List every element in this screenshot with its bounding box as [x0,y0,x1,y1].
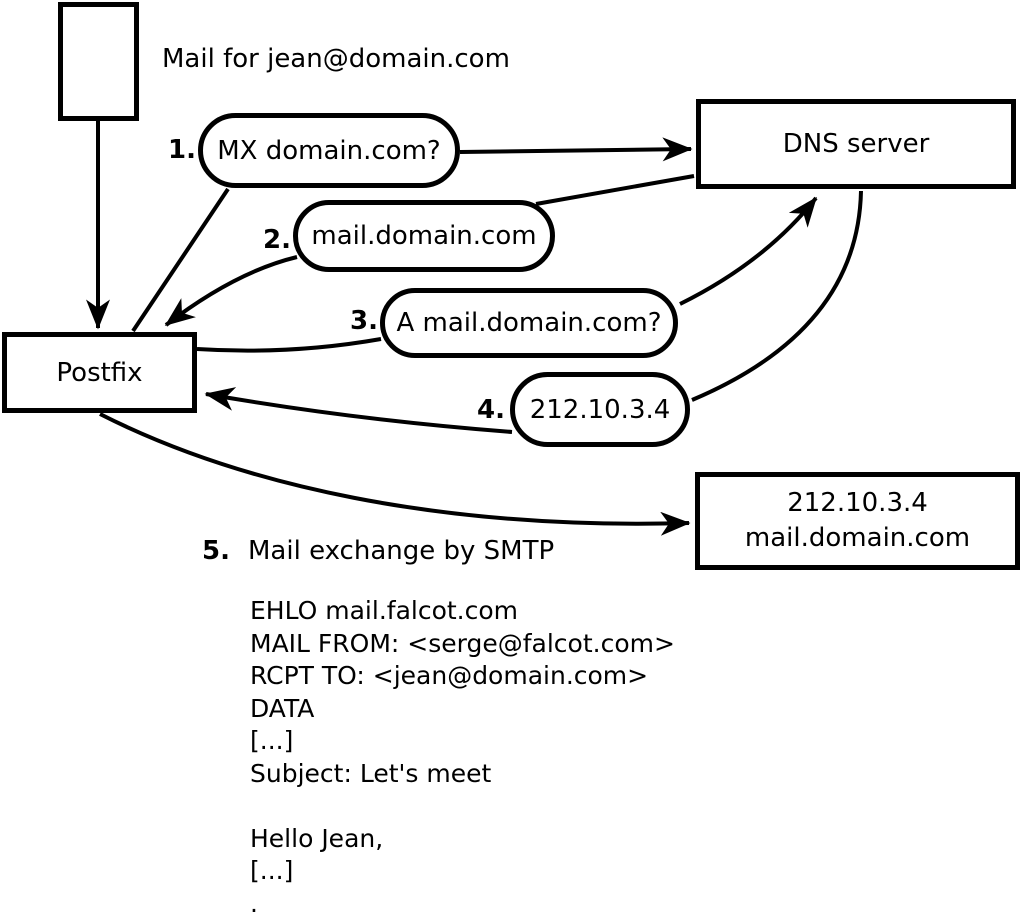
line-postfix-to-query3 [196,337,382,353]
smtp-line: Subject: Let's meet [250,758,492,788]
step4-answer-label: 212.10.3.4 [529,394,671,425]
step1-query-label: MX domain.com? [217,135,441,166]
smtp-line: RCPT TO: <jean@domain.com> [250,661,649,690]
diagram-title: Mail for jean@domain.com [162,44,510,74]
step3-number: 3. [350,306,378,336]
smtp-line: [...] [250,726,294,755]
smtp-line [250,790,675,823]
arrow-query3-to-dns [679,196,818,306]
dns-server-label: DNS server [782,129,930,159]
smtp-line: Hello Jean, [250,823,384,853]
postfix-label: Postfix [56,357,143,388]
smtp-line: EHLO mail.falcot.com [250,596,519,625]
dns-server-box: DNS server [696,99,1016,189]
postfix-box: Postfix [2,332,197,413]
line-postfix-to-query1 [131,187,230,333]
arrow-postfix-to-mailserver-smtp [99,412,691,536]
step3-query-label: A mail.domain.com? [396,308,662,338]
step5-label: Mail exchange by SMTP [248,536,555,566]
smtp-session-text: EHLO mail.falcot.com MAIL FROM: <serge@f… [250,595,675,919]
target-ip-label: 212.10.3.4 [787,488,928,518]
step1-number: 1. [168,135,196,165]
arrow-answer2-to-postfix [164,255,298,327]
step2-number: 2. [263,225,291,255]
smtp-line: [...] [250,856,294,885]
step2-answer-label: mail.domain.com [311,221,537,251]
arrow-query1-to-dns [459,137,693,162]
arrow-answer4-to-postfix [204,387,513,434]
mail-document-box [58,2,139,121]
line-dns-to-answer2 [535,174,695,206]
step4-answer-pill: 212.10.3.4 [510,372,690,447]
target-hostname-label: mail.domain.com [744,523,971,553]
step1-query-pill: MX domain.com? [198,113,460,188]
step2-answer-pill: mail.domain.com [293,200,555,272]
smtp-line: . [250,888,258,918]
line-dns-to-answer4 [691,190,863,402]
target-mailserver-box: 212.10.3.4 mail.domain.com [695,472,1020,570]
smtp-line: DATA [250,693,315,723]
step5-number: 5. [202,536,230,566]
step4-number: 4. [477,395,505,425]
smtp-line: MAIL FROM: <serge@falcot.com> [250,628,675,658]
step3-query-pill: A mail.domain.com? [380,288,678,358]
